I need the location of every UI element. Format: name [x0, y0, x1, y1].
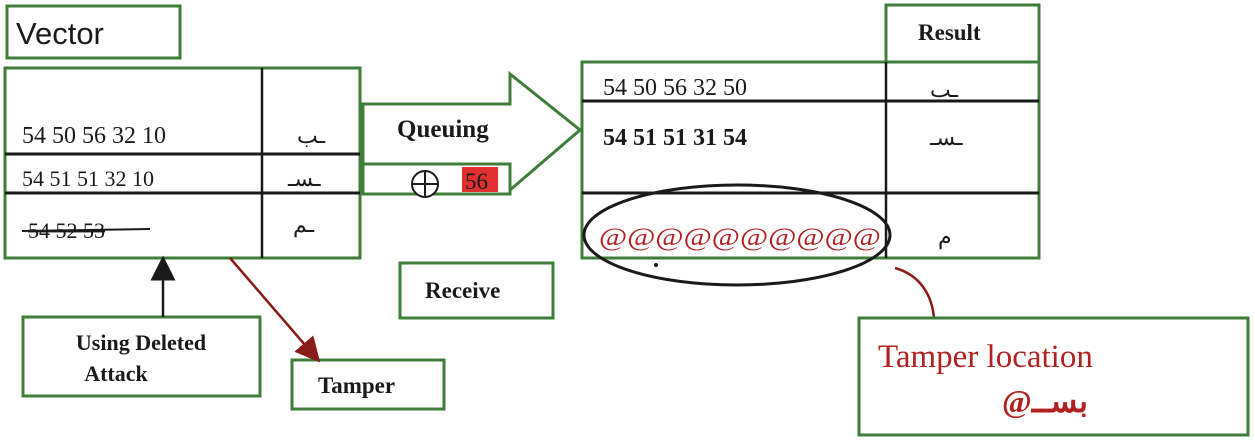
vector-row-2-char: ـسـ	[287, 166, 321, 191]
result-row-2-char: ـسـ	[929, 125, 963, 150]
tamper-box: Tamper	[290, 358, 446, 411]
xor-key-highlight	[462, 167, 498, 192]
tamper-location-box: Tamper location @بســ	[857, 316, 1250, 437]
result-row-1-char: ـب	[930, 77, 959, 102]
vector-row-2-value: 54 51 51 32 10	[22, 166, 154, 191]
xor-key-band: 56	[361, 162, 512, 198]
strikethrough-line	[21, 228, 151, 232]
vector-row-3-char: ـم	[293, 212, 315, 238]
result-row-2-value: 54 51 51 31 54	[603, 125, 747, 151]
receive-box: Receive	[398, 261, 555, 320]
xor-key-value: 56	[465, 169, 488, 194]
queuing-label: Queuing	[397, 116, 489, 143]
result-row-3-tamper-marks: @@@@@@@@@@	[599, 224, 881, 251]
receive-label: Receive	[425, 278, 500, 303]
result-title-box: Result	[884, 3, 1041, 64]
deleted-attack-line2: Attack	[84, 361, 148, 386]
tamper-label: Tamper	[318, 373, 395, 398]
vector-row-1-value: 54 50 56 32 10	[22, 123, 166, 149]
vector-title: Vector	[16, 16, 104, 51]
tamper-ellipse	[582, 183, 892, 287]
result-title: Result	[918, 20, 981, 45]
tamper-location-title: Tamper location	[878, 339, 1093, 375]
tamper-location-symbol: @بســ	[1002, 383, 1088, 419]
result-table: 54 50 56 32 50 ـب 54 51 51 31 54 ـسـ @@@…	[580, 60, 1041, 260]
queuing-arrow: Queuing	[361, 70, 583, 194]
deleted-attack-line1: Using Deleted	[76, 330, 206, 355]
vector-title-box: Vector	[5, 4, 182, 60]
tamper-location-connector	[894, 266, 936, 319]
deleted-attack-box: Using Deleted Attack	[21, 315, 262, 398]
vector-row-1-char: ـب	[297, 123, 326, 148]
result-row-3-char: م	[938, 224, 952, 250]
tamper-arrow	[229, 257, 321, 363]
vector-table: 54 50 56 32 10 ـب 54 51 51 32 10 ـسـ 54 …	[3, 66, 362, 260]
result-row-1-value: 54 50 56 32 50	[603, 75, 747, 101]
